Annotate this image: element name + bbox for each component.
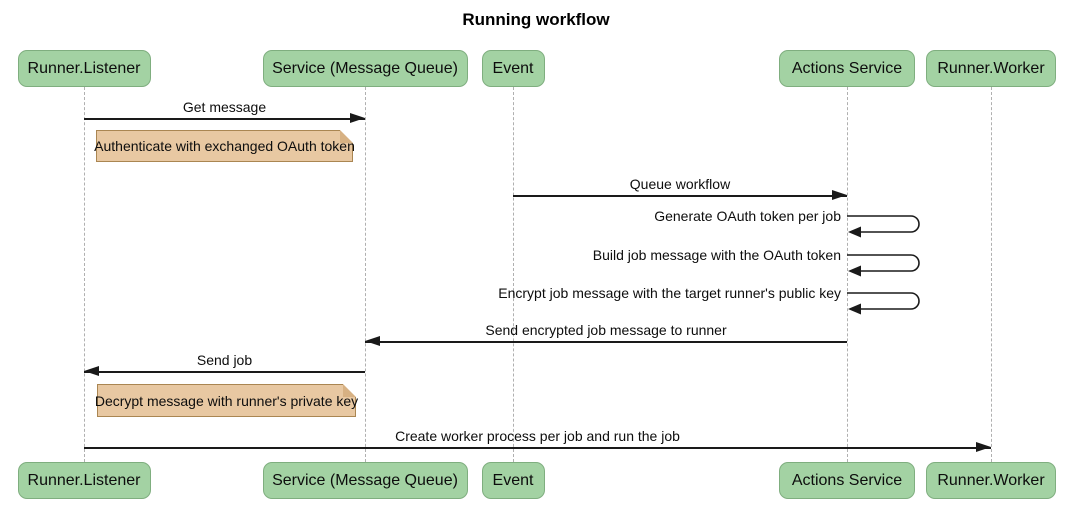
message-9-note: Decrypt message with runner's private ke… bbox=[94, 384, 359, 417]
lifeline-runner-worker bbox=[990, 87, 992, 462]
message-9-note-fold-icon bbox=[343, 384, 356, 397]
message-7-line bbox=[365, 341, 847, 343]
participant-service-message-queue-top: Service (Message Queue) bbox=[262, 50, 468, 87]
message-7-label: Send encrypted job message to runner bbox=[485, 322, 727, 338]
message-8-arrowhead-icon bbox=[84, 366, 99, 377]
message-5-label: Build job message with the OAuth token bbox=[592, 247, 841, 263]
message-4-label: Generate OAuth token per job bbox=[654, 208, 841, 224]
message-1-line bbox=[84, 118, 365, 120]
message-2-note: Authenticate with exchanged OAuth token bbox=[94, 130, 355, 162]
participant-service-message-queue-bottom: Service (Message Queue) bbox=[262, 462, 468, 499]
message-8-line bbox=[84, 371, 365, 373]
message-8-label: Send job bbox=[196, 352, 253, 368]
participant-runner-listener-bottom: Runner.Listener bbox=[17, 462, 151, 499]
message-6-self-loop-icon bbox=[847, 292, 920, 315]
lifeline-runner-listener bbox=[83, 87, 85, 462]
participant-runner-worker-top: Runner.Worker bbox=[926, 50, 1056, 87]
message-2-note-text: Authenticate with exchanged OAuth token bbox=[94, 138, 355, 154]
message-5-self-loop-icon bbox=[847, 254, 920, 277]
participant-event-bottom: Event bbox=[481, 462, 545, 499]
message-6-label: Encrypt job message with the target runn… bbox=[498, 285, 841, 301]
diagram-title: Running workflow bbox=[462, 10, 610, 29]
participant-actions-service-top: Actions Service bbox=[779, 50, 915, 87]
message-10-arrowhead-icon bbox=[976, 442, 991, 453]
message-10-line bbox=[84, 447, 991, 449]
message-2-note-fold-icon bbox=[340, 130, 353, 143]
lifeline-actions-service bbox=[846, 87, 848, 462]
message-9-note-text: Decrypt message with runner's private ke… bbox=[94, 392, 359, 409]
message-3-line bbox=[513, 195, 847, 197]
lifeline-event bbox=[512, 87, 514, 462]
message-7-arrowhead-icon bbox=[365, 336, 380, 347]
message-4-self-loop-icon bbox=[847, 215, 920, 238]
participant-runner-listener-top: Runner.Listener bbox=[17, 50, 151, 87]
message-3-arrowhead-icon bbox=[832, 190, 847, 201]
participant-runner-worker-bottom: Runner.Worker bbox=[926, 462, 1056, 499]
message-1-arrowhead-icon bbox=[350, 113, 365, 124]
message-10-label: Create worker process per job and run th… bbox=[395, 428, 680, 444]
participant-actions-service-bottom: Actions Service bbox=[779, 462, 915, 499]
participant-event-top: Event bbox=[481, 50, 545, 87]
message-1-label: Get message bbox=[182, 99, 267, 115]
lifeline-service-message-queue bbox=[364, 87, 366, 462]
message-3-label: Queue workflow bbox=[629, 176, 731, 192]
